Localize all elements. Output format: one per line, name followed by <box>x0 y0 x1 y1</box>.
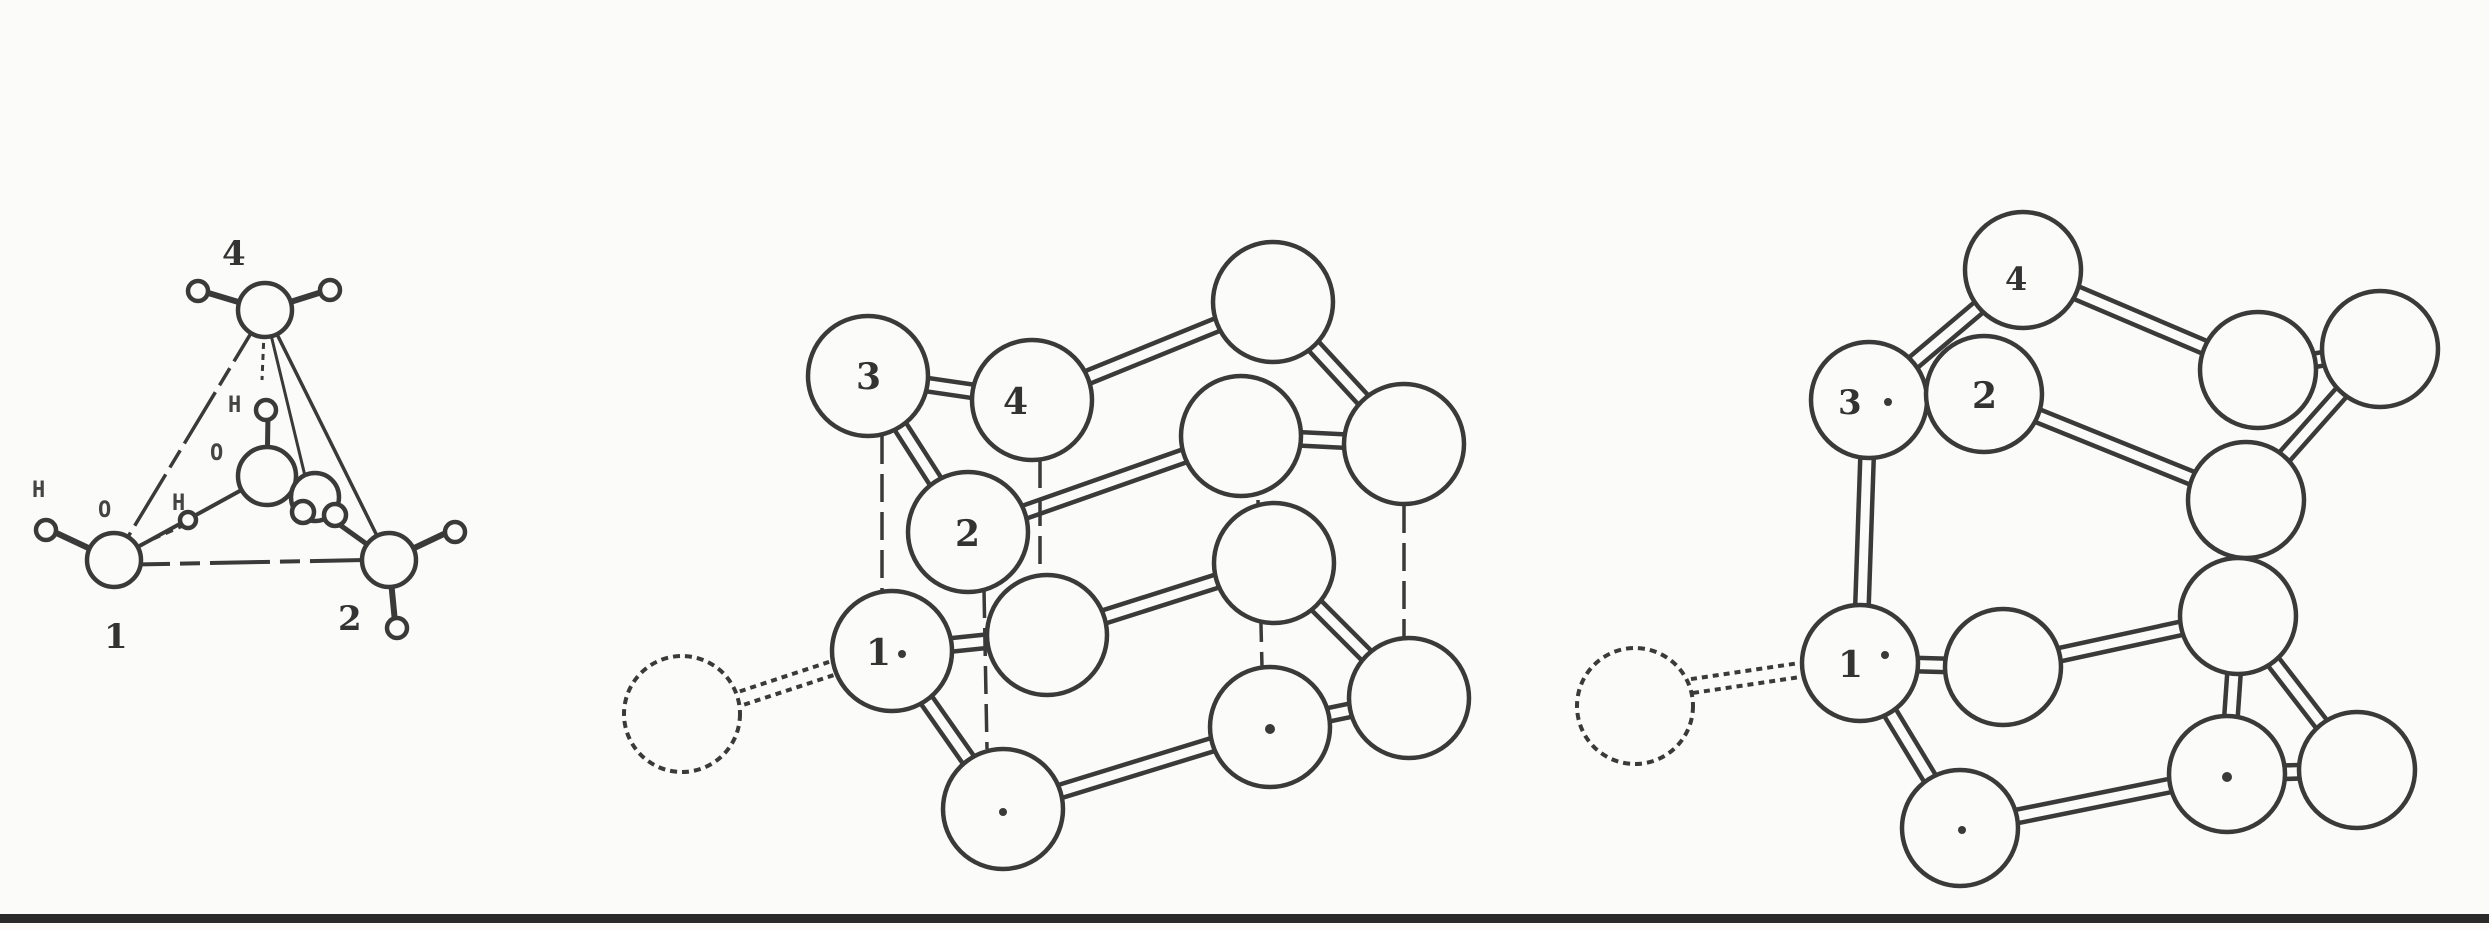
dashed-neighbor-atom <box>1575 646 1695 766</box>
atom <box>1346 635 1472 761</box>
right-atom-label-4: 4 <box>2005 260 2027 298</box>
atom <box>1178 373 1304 499</box>
hydrogen-bond-line <box>743 671 839 707</box>
hydrogen-bond-line <box>739 658 835 694</box>
left-small-label-h: H <box>32 478 45 503</box>
middle-atom-label-1: 1 <box>866 632 891 674</box>
atom <box>1211 500 1337 626</box>
hydrogen-atom <box>253 397 279 423</box>
atom-3 <box>805 313 931 439</box>
hydrogen-atom <box>317 277 343 303</box>
left-atom-label-4: 4 <box>222 234 246 274</box>
left-small-label-h3: H <box>228 393 241 418</box>
atom-dot <box>1265 724 1275 734</box>
atom <box>2197 309 2319 431</box>
atom-dot <box>1884 398 1892 406</box>
middle-atom-label-3: 3 <box>856 356 881 398</box>
atom <box>2319 288 2441 410</box>
edge-bond <box>109 558 366 567</box>
left-small-label-o2: O <box>210 441 223 466</box>
hydrogen-atom <box>33 517 59 543</box>
atom-4 <box>969 337 1095 463</box>
hydrogen-atom <box>384 615 410 641</box>
hydrogen-atom <box>289 498 317 526</box>
atom <box>2177 555 2299 677</box>
left-atom-label-2: 2 <box>338 599 362 639</box>
atom-1 <box>829 588 955 714</box>
atom <box>1210 239 1336 365</box>
atom <box>1341 381 1467 507</box>
atom-dot <box>2222 772 2232 782</box>
atom-4 <box>1962 209 2084 331</box>
hidden-bond <box>982 589 989 750</box>
edge-bond <box>263 309 391 561</box>
right-atom-label-3: 3 <box>1838 383 1862 423</box>
hydrogen-atom <box>177 509 199 531</box>
atom <box>984 572 1110 698</box>
hydrogen-bond-line <box>1692 674 1802 695</box>
atom-2 <box>1923 333 2045 455</box>
atom-dot <box>999 808 1007 816</box>
right-atom-label-2: 2 <box>1972 375 1997 417</box>
hydrogen-atom <box>321 501 349 529</box>
edge-bond <box>112 309 267 561</box>
atom-2 <box>905 469 1031 595</box>
left-small-label-h2: H <box>172 491 185 516</box>
dashed-neighbor-atom <box>622 654 742 774</box>
hydrogen-bond-line <box>1690 661 1800 682</box>
atom-2 <box>359 530 419 590</box>
middle-atom-label-2: 2 <box>955 513 980 555</box>
atom <box>2296 709 2418 831</box>
atom <box>1942 606 2064 728</box>
edge-bond <box>263 309 314 506</box>
atom-1 <box>1799 602 1921 724</box>
oxygen-atom <box>235 444 299 508</box>
hydrogen-atom <box>185 278 211 304</box>
bottom-rule <box>0 914 2489 923</box>
atom-dot <box>1958 826 1966 834</box>
atom-4 <box>235 280 295 340</box>
left-atom-label-1: 1 <box>104 617 128 657</box>
left-small-label-o: O <box>98 498 111 523</box>
right-atom-label-1: 1 <box>1838 644 1863 686</box>
middle-atom-label-4: 4 <box>1003 381 1028 423</box>
atom <box>2185 439 2307 561</box>
atom-1 <box>84 530 144 590</box>
atom-dot <box>898 650 906 658</box>
atom-dot <box>1881 651 1889 659</box>
atom-3 <box>1808 339 1930 461</box>
hydrogen-atom <box>442 519 468 545</box>
